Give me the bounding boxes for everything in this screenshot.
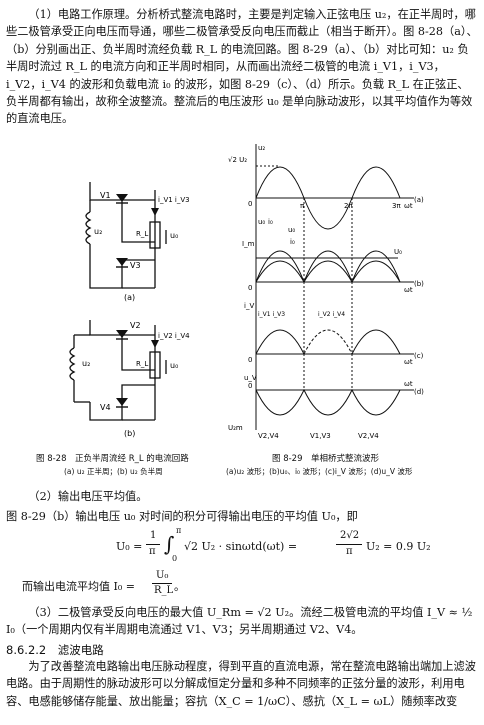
fig28a-cur-label: i_V1 i_V3 [158, 196, 190, 204]
fig29b-im: I_m [242, 240, 255, 248]
fig29c-l1: i_V1 i_V3 [258, 311, 285, 318]
fig28a-load-label: R_L [136, 230, 148, 238]
fig28b-out-label: u₀ [170, 361, 178, 370]
fig29d-tag: (d) [414, 388, 424, 396]
fig29c-zero: 0 [248, 356, 252, 364]
formula1-frac2-den: π [346, 546, 353, 557]
intro-paragraph: （1）电路工作原理。分析桥式整流电路时，主要是判定输入正弦电压 u₂，在正半周时… [6, 8, 478, 126]
fig28a-d1-label: V1 [100, 191, 111, 200]
fig29b-curve-i: i₀ [290, 238, 295, 246]
fig28b-d1-label: V2 [130, 321, 141, 330]
formula2-end: 。 [174, 580, 185, 593]
formula1-lhs: U₀ = [116, 540, 143, 553]
formula1-int-upper: π [176, 526, 182, 535]
fig28-caption: 图 8-28 正负半周流经 R_L 的电流回路 [36, 454, 189, 464]
fig29b-avg: U₀ [394, 248, 402, 256]
fig28b-d2-label: V4 [100, 403, 111, 412]
fig28-subcaption: (a) u₂ 正半周；(b) u₂ 负半周 [64, 467, 163, 476]
fig29a-tag: (a) [414, 196, 424, 204]
fig29-caption: 图 8-29 单相桥式整流波形 [272, 454, 379, 464]
fig28a-src-label: u₂ [94, 227, 102, 236]
fig29a-axis: ωt [404, 202, 413, 210]
formula2-den: R_L [154, 585, 174, 596]
fig29a-3pi: 3π [392, 202, 401, 210]
fig29b-y2: i₀ [268, 218, 273, 226]
fig29-subcaption: (a)u₂ 波形；(b)u₀、i₀ 波形；(c)i_V 波形；(d)u_V 波形 [226, 467, 413, 476]
fig29a-y-label: u₂ [258, 144, 265, 152]
fig29c-tag: (c) [414, 352, 424, 360]
formula2-num: U₀ [156, 570, 169, 581]
fig29b-y1: u₀ [258, 218, 265, 226]
fig29c-y: i_V [244, 302, 254, 310]
fig29d-l2: V1,V3 [310, 432, 331, 440]
fig28b-src-label: u₂ [82, 359, 90, 368]
fig28a-out-label: u₀ [170, 231, 178, 240]
formula1-frac2-num: 2√2 [340, 530, 360, 541]
fig29d-zero: 0 [248, 382, 252, 390]
fig28b-tag: (b) [124, 429, 135, 438]
fig29a-2pi: 2π [344, 202, 353, 210]
fig28b-load-label: R_L [136, 360, 148, 368]
fig29b-zero: 0 [248, 284, 252, 292]
section3-text: （3）二极管承受反向电压的最大值 U_Rm = √2 U₂。流经二极管电流的平均… [6, 606, 473, 637]
fig29d-l3: V2,V4 [358, 432, 379, 440]
formula1-frac-num: 1 [150, 530, 157, 541]
fig29b-axis: ωt [404, 286, 413, 294]
filter-paragraph: 为了改善整流电路输出电压脉动程度，得到平直的直流电源，常在整流电路输出端加上滤波… [6, 660, 476, 708]
fig28b-cur-label: i_V2 i_V4 [158, 332, 190, 340]
fig29d-y: u_V [244, 374, 257, 382]
fig29d-neg: U₂m [228, 424, 243, 432]
fig29b-tag: (b) [414, 280, 424, 288]
section2-text: 图 8-29（b）输出电压 u₀ 对时间的积分可得输出电压的平均值 U₀，即 [6, 510, 358, 523]
fig29d-axis: ωt [404, 380, 413, 388]
formula2-text: 而输出电流平均值 I₀ = [22, 580, 135, 593]
fig29a-pi: π [300, 202, 305, 210]
subsection-heading: 8.6.2.2 滤波电路 [6, 643, 104, 657]
fig29c-axis: ωt [404, 358, 413, 366]
formula1-tail: U₂ = 0.9 U₂ [366, 540, 431, 553]
fig29b-curve-u: u₀ [288, 226, 295, 234]
avg-voltage-formula: U₀ = 1 π ∫ π 0 √2 U₂ · sinωtd(ωt) = 2√2 … [116, 526, 431, 563]
fig29c-l2: i_V2 i_V4 [318, 311, 345, 318]
fig29a-zero: 0 [248, 200, 252, 208]
formula1-frac-den: π [149, 546, 156, 557]
fig28a-d2-label: V3 [130, 261, 141, 270]
fig29a-amp-label: √2 U₂ [228, 156, 247, 164]
figure-8-29: √2 U₂ u₂ 0 π 2π 3π ωt (a) u₀ i₀ u₀ i₀ I_… [228, 144, 424, 440]
formula1-body: √2 U₂ · sinωtd(ωt) = [184, 540, 298, 553]
fig28a-tag: (a) [124, 293, 135, 302]
figure-8-28: V1 V3 u₂ i_V1 i_V3 R_L u₀ (a) V2 V4 u₂ i… [69, 182, 190, 438]
fig29d-l1: V2,V4 [258, 432, 279, 440]
section2-title: （2）输出电压平均值。 [28, 490, 148, 503]
formula1-int-lower: 0 [172, 554, 178, 563]
avg-current-formula: 而输出电流平均值 I₀ = U₀ R_L 。 [22, 570, 242, 600]
